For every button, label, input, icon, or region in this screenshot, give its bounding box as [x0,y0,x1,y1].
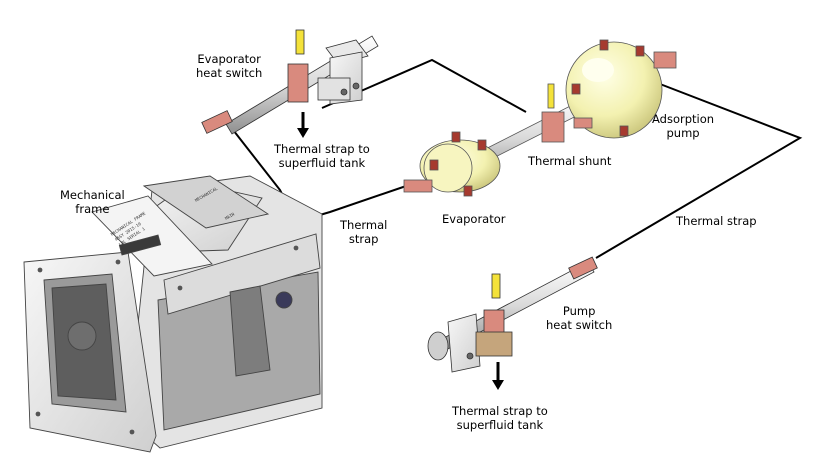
label-thermal-strap-right: Thermal strap [676,214,757,228]
label-line: strap [348,232,379,246]
label-pump-heat-switch: Pump heat switch [546,304,612,332]
label-thermal-shunt: Thermal shunt [528,154,612,168]
down-arrow-top [297,112,309,138]
label-line: Evaporator [197,52,261,66]
label-evaporator-heat-switch: Evaporator heat switch [196,52,262,80]
evaporator-pump-assembly [403,39,677,197]
label-line: frame [75,202,110,216]
label-line: Pump [562,304,596,318]
down-arrow-bottom [492,362,504,390]
label-line: Thermal [340,218,388,232]
label-line: Adsorption [652,112,715,126]
label-thermal-strap-left: Thermal strap [340,218,387,246]
label-thermal-strap-tank-top: Thermal strap to superfluid tank [274,142,370,170]
label-line: pump [666,126,700,140]
label-line: Thermal strap to [274,142,370,156]
label-line: superfluid tank [456,418,544,432]
evaporator-heat-switch [201,29,379,135]
frame-screw-heads [35,245,299,435]
pump-heat-switch [427,256,598,373]
label-line: superfluid tank [278,156,366,170]
label-thermal-strap-tank-bottom: Thermal strap to superfluid tank [452,404,548,432]
label-line: Thermal strap to [452,404,548,418]
strap-pump-right [595,83,803,259]
label-line: Mechanical [60,188,125,202]
frame-side-text: MAIN [224,211,236,221]
label-adsorption-pump: Adsorption pump [652,112,714,140]
label-mechanical-frame: Mechanical frame [60,188,125,216]
label-evaporator: Evaporator [442,212,506,226]
label-line: heat switch [546,318,613,332]
label-line: heat switch [196,66,263,80]
mechanical-frame [23,175,323,453]
